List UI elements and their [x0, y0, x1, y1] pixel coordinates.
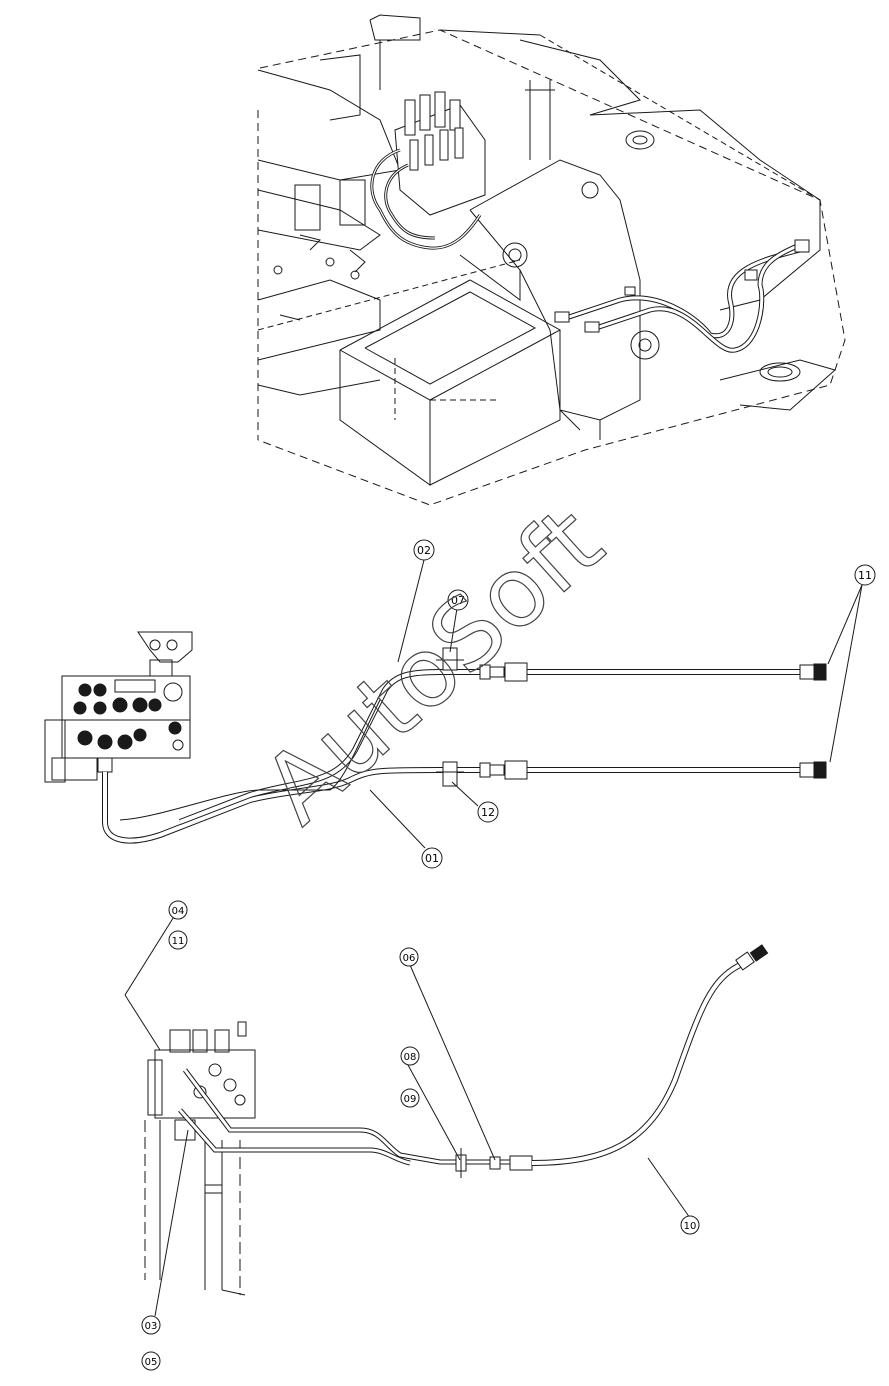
callout-03: 03: [141, 1315, 161, 1335]
callout-01: 01: [421, 847, 443, 869]
callout-02-label: 02: [417, 544, 431, 557]
callout-12-label: 12: [481, 806, 495, 819]
side-view: [144, 944, 769, 1296]
plan-view: [44, 631, 827, 844]
callout-08: 08: [400, 1046, 420, 1066]
callout-11-bottom-label: 11: [172, 936, 185, 947]
callout-06-label: 06: [403, 953, 416, 964]
callout-09: 09: [400, 1088, 420, 1108]
control-valve-side: [147, 1021, 256, 1141]
callout-09-label: 09: [404, 1094, 417, 1105]
watermark: AutoSoft: [242, 485, 625, 845]
callout-bubbles: 02 07 11 12 01 04 11 06 08 09 10 03 05: [141, 539, 876, 1371]
callout-12: 12: [477, 801, 499, 823]
callout-07: 07: [447, 589, 469, 611]
callout-03-label: 03: [145, 1321, 158, 1332]
callout-11-top: 11: [854, 564, 876, 586]
callout-01-label: 01: [425, 852, 439, 865]
callout-10: 10: [680, 1215, 700, 1235]
callout-05: 05: [141, 1351, 161, 1371]
callout-11-bottom: 11: [168, 930, 188, 950]
control-valve-plan: [44, 675, 191, 783]
callout-07-label: 07: [451, 594, 465, 607]
callout-04: 04: [168, 900, 188, 920]
control-valve-iso: [394, 91, 486, 216]
callout-05-label: 05: [145, 1357, 158, 1368]
watermark-text: AutoSoft: [242, 486, 623, 845]
callout-10-label: 10: [684, 1221, 697, 1232]
callout-06: 06: [399, 947, 419, 967]
callout-11-top-label: 11: [858, 569, 872, 582]
callout-08-label: 08: [404, 1052, 417, 1063]
isometric-frame-view: [257, 14, 846, 506]
side-callouts: [124, 914, 691, 1317]
callout-04-label: 04: [172, 906, 185, 917]
callout-02: 02: [413, 539, 435, 561]
